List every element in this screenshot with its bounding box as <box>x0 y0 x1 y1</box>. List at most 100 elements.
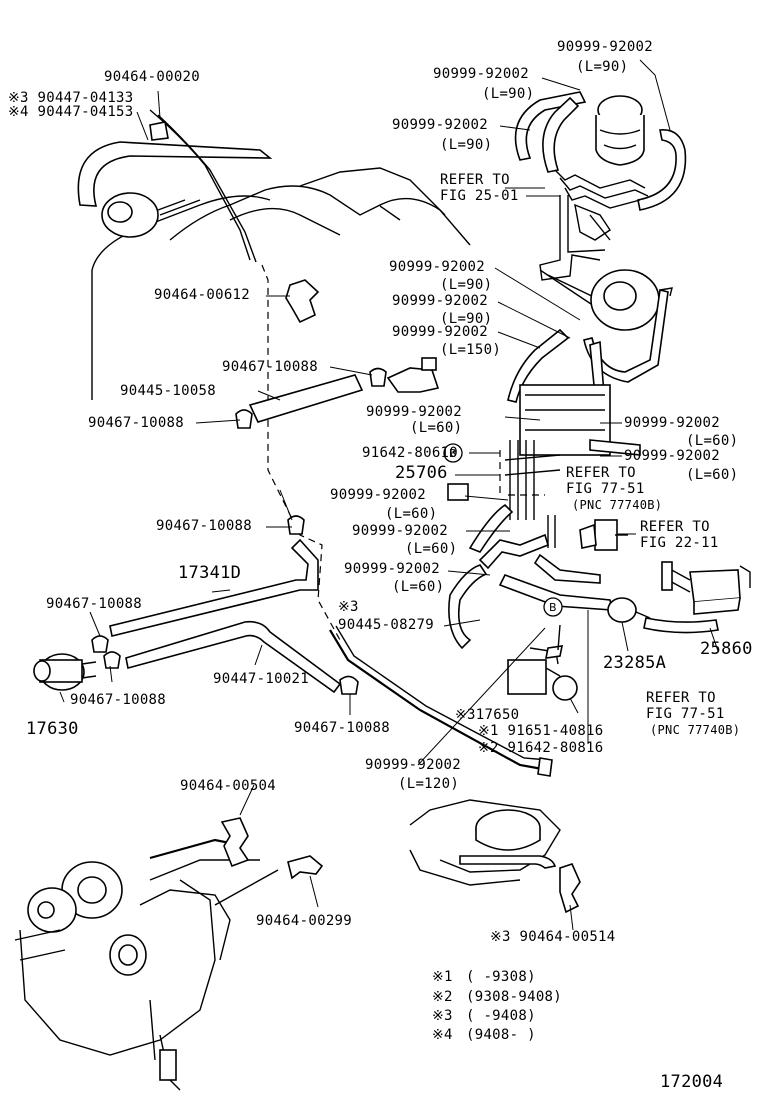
callout-90467-10088-d: 90467-10088 <box>46 596 143 612</box>
marker-b2 <box>543 597 563 617</box>
callout-l60-r1: (L=60) <box>686 433 739 449</box>
callout-refer-to-77-51-b-line1: REFER TO <box>646 690 716 706</box>
callout-90999-92002-top-mid: 90999-92002 <box>433 66 530 82</box>
hose-17341d <box>109 538 319 637</box>
vsv-small <box>386 357 440 393</box>
clip-90464-00504 <box>220 817 250 868</box>
callout-90445-10058: 90445-10058 <box>120 383 217 399</box>
callout-90999-92002-l120: 90999-92002 <box>365 757 462 773</box>
callout-90464-00299: 90464-00299 <box>256 913 353 929</box>
footnote-text-1: ( -9308) <box>466 969 536 985</box>
callout-l90-mid2: (L=90) <box>440 277 493 293</box>
callout-refer-to-77-51-b-line2: FIG 77-51 <box>646 706 725 722</box>
callout-90447-10021: 90447-10021 <box>213 671 310 687</box>
marker-b2-text: B <box>549 601 557 614</box>
callout-17630: 17630 <box>26 719 79 739</box>
callout-s3-90447-04133: ※3 90447-04133 <box>8 90 134 106</box>
clip-90467-10088-c <box>279 489 305 535</box>
callout-25860: 25860 <box>700 639 753 659</box>
callout-90467-10088-a: 90467-10088 <box>222 359 319 375</box>
callout-refer-to-22-11-line1: REFER TO <box>640 519 710 535</box>
footnote-mark-2: ※2 <box>432 989 453 1005</box>
footnote-mark-3: ※3 <box>432 1008 453 1024</box>
callout-s2-91642-80816: ※2 91642-80816 <box>478 740 604 756</box>
callout-s1-91651-40816: ※1 91651-40816 <box>478 723 604 739</box>
callout-90999-92002-l60-d: 90999-92002 <box>344 561 441 577</box>
callout-s3-mark: ※3 <box>338 599 359 615</box>
callout-90467-10088-c: 90467-10088 <box>156 518 253 534</box>
callout-90999-92002-mid3: 90999-92002 <box>392 293 489 309</box>
callout-refer-to-22-11-line2: FIG 22-11 <box>640 535 719 551</box>
callout-91642-80610: 91642-80610 <box>362 445 459 461</box>
callout-l150: (L=150) <box>440 342 502 358</box>
callout-refer-to-77-51-b-line3: (PNC 77740B) <box>650 723 741 737</box>
callout-refer-to-77-51-a-line2: FIG 77-51 <box>566 481 645 497</box>
hoses-lower-right <box>448 503 628 650</box>
callout-90467-10088-e: 90467-10088 <box>70 692 167 708</box>
footnote-text-3: ( -9408) <box>466 1008 536 1024</box>
callout-l60-d: (L=60) <box>392 579 445 595</box>
callout-l60-r2: (L=60) <box>686 467 739 483</box>
clip-90464-00299 <box>287 855 324 880</box>
leader-lines <box>59 59 719 931</box>
callout-s4-90447-04153: ※4 90447-04153 <box>8 104 134 120</box>
footnote-text-4: (9408- ) <box>466 1027 536 1043</box>
vacuum-manifold <box>539 169 649 311</box>
callout-90464-00612: 90464-00612 <box>154 287 251 303</box>
canister-bottom <box>409 799 561 886</box>
callout-90999-92002-r2: 90999-92002 <box>624 448 721 464</box>
hose-90447-10021 <box>125 620 342 694</box>
callout-refer-to-25-01-line1: REFER TO <box>440 172 510 188</box>
clip-90467-10088-b <box>235 409 253 429</box>
clips-left-pair <box>91 635 121 669</box>
switch-17630 <box>33 653 97 691</box>
callout-l60-c: (L=60) <box>405 541 458 557</box>
clip-90467-10088-a <box>369 367 387 387</box>
callout-refer-to-77-51-a-line1: REFER TO <box>566 465 636 481</box>
callout-90999-92002-l60-c: 90999-92002 <box>352 523 449 539</box>
callout-90999-92002-top-right: 90999-92002 <box>557 39 654 55</box>
callout-l90-mid3: (L=90) <box>440 311 493 327</box>
clip-90464-00612 <box>285 279 320 324</box>
callout-l60-a: (L=60) <box>410 420 463 436</box>
callout-90464-00020: 90464-00020 <box>104 69 201 85</box>
callout-l90-top-right: (L=90) <box>576 59 629 75</box>
callout-90999-92002-l60-b: 90999-92002 <box>330 487 427 503</box>
callout-s317650: ※317650 <box>455 707 520 723</box>
clip-90464-00514 <box>559 863 581 914</box>
callout-90999-92002-mid4: 90999-92002 <box>392 324 489 340</box>
vsv-317650 <box>507 624 578 701</box>
clip-90467-10088-e <box>339 675 359 695</box>
callout-90999-92002-r1: 90999-92002 <box>624 415 721 431</box>
marker-b1-text: B <box>449 447 457 460</box>
callout-s3-90464-00514: ※3 90464-00514 <box>490 929 616 945</box>
callout-refer-to-77-51-a-line3: (PNC 77740B) <box>572 498 663 512</box>
callout-90467-10088-b: 90467-10088 <box>88 415 185 431</box>
callout-90999-92002-mid2: 90999-92002 <box>389 259 486 275</box>
vsv-25860 <box>661 561 751 615</box>
callout-90999-92002-mid1: 90999-92002 <box>392 117 489 133</box>
vsv-top-left <box>77 109 273 263</box>
callout-l60-b: (L=60) <box>385 506 438 522</box>
hose-90445-10058 <box>248 374 364 423</box>
engine-front <box>14 838 279 1091</box>
callout-l90-mid1: (L=90) <box>440 137 493 153</box>
figure-number: 172004 <box>660 1072 724 1092</box>
hoses-top-right <box>514 91 687 211</box>
footnote-mark-4: ※4 <box>432 1027 453 1043</box>
callout-l90-top-mid: (L=90) <box>482 86 535 102</box>
callout-90445-08279: 90445-08279 <box>338 617 435 633</box>
footnote-mark-1: ※1 <box>432 969 453 985</box>
charcoal-canister <box>583 269 673 383</box>
callout-25706: 25706 <box>395 463 448 483</box>
callout-90467-10088-f: 90467-10088 <box>294 720 391 736</box>
footnote-text-2: (9308-9408) <box>466 989 563 1005</box>
marker-b1 <box>443 443 463 463</box>
callout-17341d: 17341D <box>178 563 242 583</box>
callout-l120: (L=120) <box>398 776 460 792</box>
callout-90999-92002-l60-a: 90999-92002 <box>366 404 463 420</box>
callout-refer-to-25-01-line2: FIG 25-01 <box>440 188 519 204</box>
